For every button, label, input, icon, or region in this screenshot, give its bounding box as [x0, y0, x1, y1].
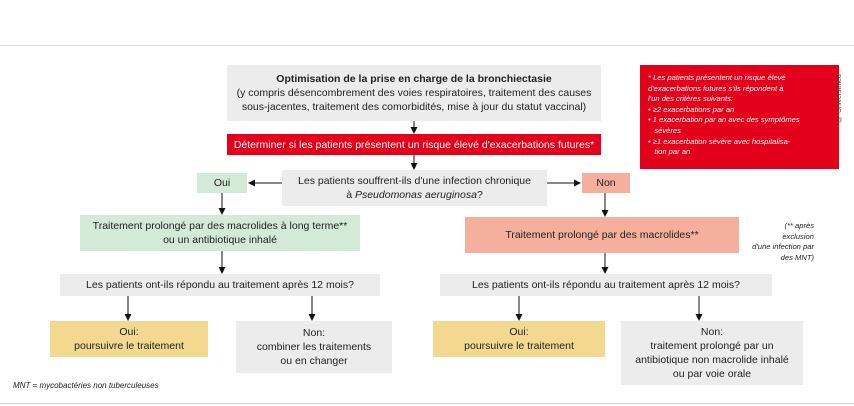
left-yes-line-1: Oui: — [119, 326, 139, 338]
right-no-alternative-box: Non: traitement prolongé par un antibiot… — [621, 321, 803, 385]
risk-note-line: l'un des critères suivants: — [648, 94, 734, 104]
right-yes-line-2: poursuivre le traitement — [464, 340, 574, 352]
optimisation-box: Optimisation de la prise en charge de la… — [227, 65, 601, 121]
right-no-line-1: Non: — [700, 326, 724, 338]
right-response-question-box: Les patients ont-ils répondu au traiteme… — [440, 274, 772, 296]
left-no-change-box: Non: combiner les traitements ou en chan… — [236, 321, 392, 373]
infection-suffix: ? — [476, 189, 483, 201]
right-no-line-3: antibiotique non macrolide inhalé — [635, 354, 789, 366]
optimisation-title: Optimisation de la prise en charge de la… — [276, 73, 552, 85]
macrolide-note-line: des MNT) — [780, 252, 814, 262]
infection-question-line-2: à Pseudomonas aeruginosa? — [346, 188, 483, 202]
right-treatment-box: Traitement prolongé par des macrolides** — [465, 217, 739, 253]
macrolide-footnote: (** après exclusion d'une infection par … — [752, 221, 814, 263]
optimisation-line-1: (y compris désencombrement des voies res… — [236, 87, 592, 99]
infection-question-line-1: Les patients souffrent-ils d'une infecti… — [298, 175, 531, 187]
left-treatment-line-1: Traitement prolongé par des macrolides à… — [92, 220, 348, 232]
infection-question-box: Les patients souffrent-ils d'une infecti… — [282, 170, 547, 206]
risk-note-line: d'exacerbations futures s'ils répondent … — [648, 83, 784, 93]
optimisation-line-2: sous-jacentes, traitement des comorbidit… — [241, 101, 587, 113]
macrolide-note-line: (** après exclusion — [782, 221, 814, 241]
macrolide-note-line: d'une infection par — [752, 242, 814, 251]
left-yes-continue-box: Oui: poursuivre le traitement — [50, 321, 208, 357]
top-divider — [0, 45, 854, 46]
bottom-divider — [0, 403, 854, 404]
right-yes-continue-box: Oui: poursuivre le traitement — [433, 321, 605, 357]
risk-note-line: sévères — [648, 125, 681, 135]
risk-note-line: • ≥1 exacerbation sévère avec hospitalis… — [648, 136, 791, 146]
pathogen-name: Pseudomonas aeruginosa — [354, 189, 477, 201]
no-infection-box: Non — [582, 173, 630, 193]
left-no-line-1: Non: — [302, 327, 326, 339]
risk-note-line: tion par an — [648, 147, 691, 157]
left-response-question-box: Les patients ont-ils répondu au traiteme… — [60, 274, 380, 296]
risk-note-line: • ≥2 exacerbations par an — [648, 104, 735, 114]
yes-infection-box: Oui — [197, 173, 247, 193]
mnt-abbreviation-note: MNT = mycobactéries non tuberculeuses — [13, 381, 159, 390]
left-no-line-2: combiner les traitements — [256, 341, 372, 353]
right-no-line-4: ou par voie orale — [672, 368, 752, 380]
risk-note-line: • 1 exacerbation par an avec des symptôm… — [648, 115, 800, 125]
copyright-credit: © Universimed — [836, 74, 843, 122]
determine-risk-box: Déterminer si les patients présentent un… — [227, 134, 601, 155]
left-treatment-line-2: ou un antibiotique inhalé — [163, 234, 277, 246]
risk-criteria-note: * Les patients présentent un risque élev… — [640, 65, 839, 169]
left-no-line-3: ou en changer — [280, 355, 348, 367]
left-yes-line-2: poursuivre le traitement — [74, 340, 184, 352]
left-treatment-box: Traitement prolongé par des macrolides à… — [80, 215, 360, 251]
right-no-line-2: traitement prolongé par un — [650, 340, 774, 352]
right-yes-line-1: Oui: — [509, 326, 529, 338]
risk-note-line: * Les patients présentent un risque élev… — [648, 73, 786, 82]
infection-prefix: à — [346, 189, 355, 201]
